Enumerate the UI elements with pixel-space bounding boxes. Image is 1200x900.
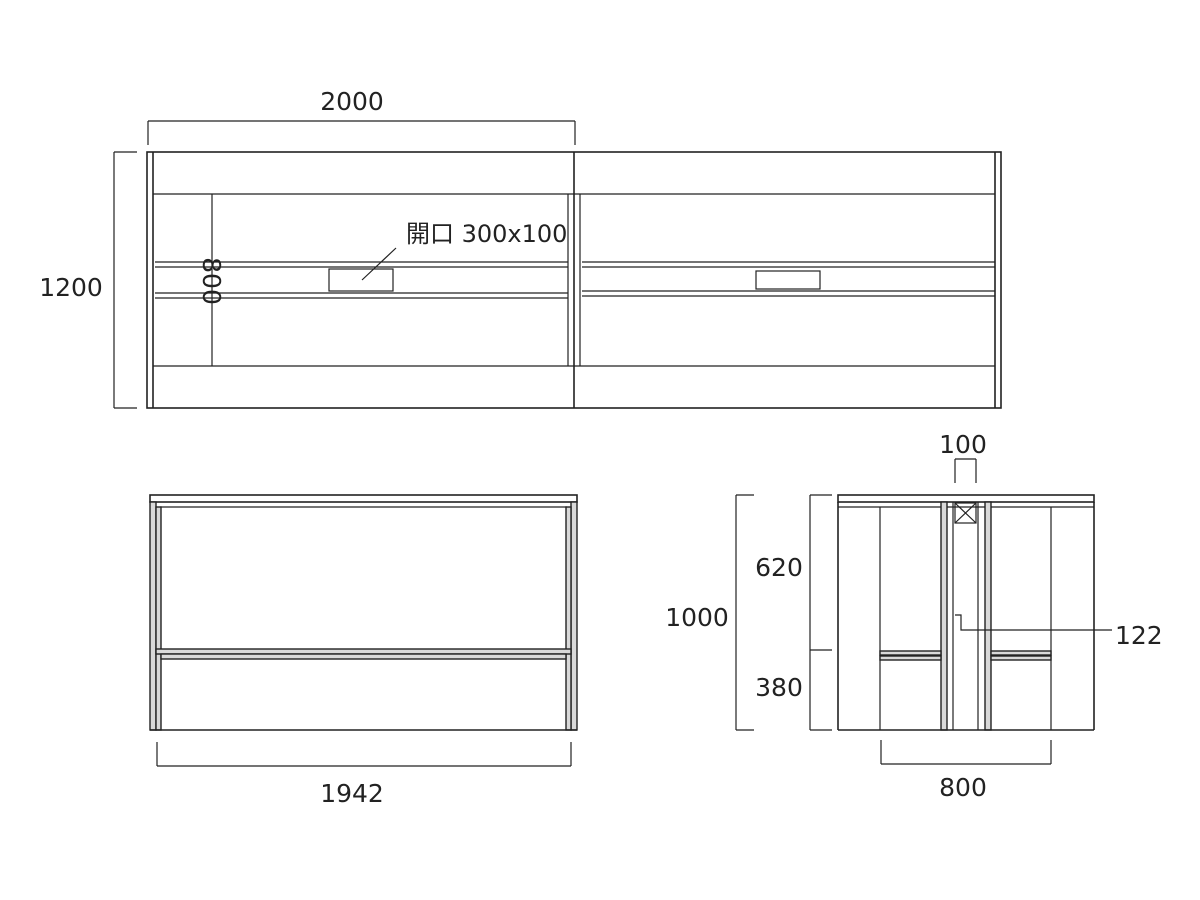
rail-leader <box>955 614 1112 631</box>
front-mid-rail-b <box>160 653 567 660</box>
side-center-leg-left <box>940 501 948 731</box>
total-height-dim-label: 1000 <box>665 603 729 632</box>
side-mid-rail-left-a <box>879 650 942 656</box>
front-leg-left-inner <box>155 506 162 731</box>
front-top-plate <box>149 494 578 503</box>
side-mid-rail-right-b <box>990 655 1052 661</box>
side-mid-rail-right-a <box>990 650 1052 656</box>
opening-right <box>755 270 821 290</box>
side-cross-b <box>954 502 977 524</box>
lower-dim-label: 380 <box>755 673 803 702</box>
rail-dim-label: 122 <box>1115 621 1163 650</box>
inner-dim-label: 800 <box>197 257 226 305</box>
side-view: 100 1000 620 380 122 800 <box>665 430 1163 802</box>
front-width-dim-label: 1942 <box>320 779 384 808</box>
top-view: 開口 300x100 800 2000 1200 <box>39 87 1002 409</box>
opening-leader <box>361 247 397 281</box>
front-leg-left-outer <box>149 501 157 731</box>
side-top-plate <box>837 494 1095 503</box>
upper-dim-label: 620 <box>755 553 803 582</box>
front-view: 1942 <box>149 494 578 808</box>
opening-label: 開口 300x100 <box>406 220 567 248</box>
side-cross-box <box>954 502 977 524</box>
gap-dim-label: 100 <box>939 430 987 459</box>
front-mid-rail-a <box>155 648 572 655</box>
width-dim-label: 2000 <box>320 87 384 116</box>
side-center-leg-right <box>984 501 992 731</box>
opening-left <box>328 268 394 292</box>
side-mid-rail-left-b <box>879 655 942 661</box>
depth-dim-label: 1200 <box>39 273 103 302</box>
front-leg-right-outer <box>570 501 578 731</box>
front-leg-right-inner <box>565 506 572 731</box>
side-depth-dim-label: 800 <box>939 773 987 802</box>
